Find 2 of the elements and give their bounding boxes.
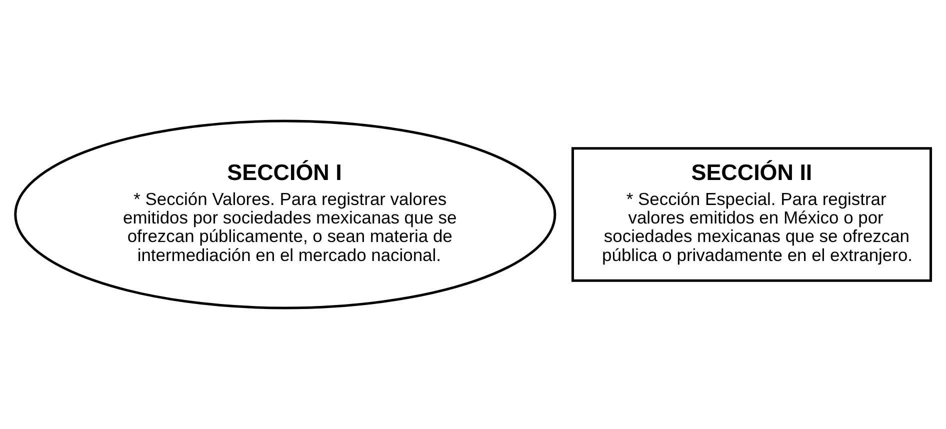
node-ellipse: SECCIÓN I * Sección Valores. Para registrar valores emitidos por sociedades mexicanas que se ofrezcan públicamente, o sean materia de intermediación en el mercado nacional. <box>14 120 556 310</box>
node-box: SECCIÓN II * Sección Especial. Para registrar valores emitidos en México o por sociedades mexicanas que se ofrezcan pública o privadamente en el extranjero. <box>571 147 932 282</box>
